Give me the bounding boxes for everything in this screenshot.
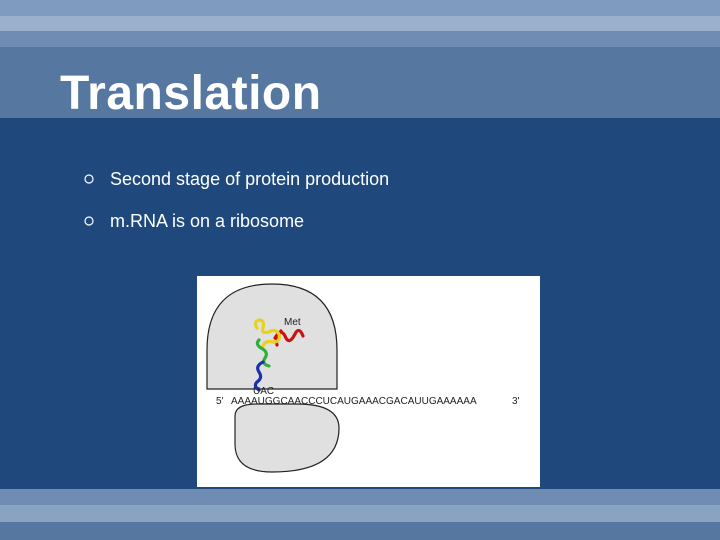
- slide-title: Translation: [60, 67, 322, 120]
- bullet-text: m.RNA is on a ribosome: [110, 211, 305, 231]
- amino-acid-chain: [274, 329, 283, 347]
- anticodon-label: UAC: [253, 386, 274, 397]
- trna-anticodon-arm: [253, 360, 265, 392]
- hollow-circle-icon: [84, 216, 94, 226]
- amino-acid-label: Met: [284, 317, 301, 328]
- header-stripe: [0, 31, 720, 47]
- bullet-list: Second stage of protein production m.RNA…: [84, 164, 389, 248]
- title-band: [0, 47, 720, 118]
- three-prime-label: 3': [512, 396, 520, 407]
- header-stripe: [0, 16, 720, 31]
- footer-stripe: [0, 505, 720, 522]
- ribosome-figure: Met UAC 5' AAAAUGGCAACCCUCAUGAAACGACAUUG…: [197, 276, 540, 487]
- large-ribosome-subunit: [206, 283, 338, 390]
- mrna-sequence: AAAAUGGCAACCCUCAUGAAACGACAUUGAAAAAA: [231, 396, 477, 407]
- hollow-circle-icon: [84, 174, 94, 184]
- bullet-text: Second stage of protein production: [110, 169, 390, 189]
- bullet-item: Second stage of protein production: [84, 164, 389, 194]
- five-prime-label: 5': [216, 396, 224, 407]
- bullet-item: m.RNA is on a ribosome: [84, 206, 389, 236]
- footer-stripe: [0, 522, 720, 540]
- footer-stripe: [0, 489, 720, 505]
- ribosome-diagram: Met UAC 5' AAAAUGGCAACCCUCAUGAAACGACAUUG…: [206, 283, 520, 473]
- small-ribosome-subunit: [234, 403, 340, 473]
- trna-molecule: [253, 318, 305, 392]
- header-stripe: [0, 0, 720, 16]
- trna-acceptor-arm: [253, 318, 281, 348]
